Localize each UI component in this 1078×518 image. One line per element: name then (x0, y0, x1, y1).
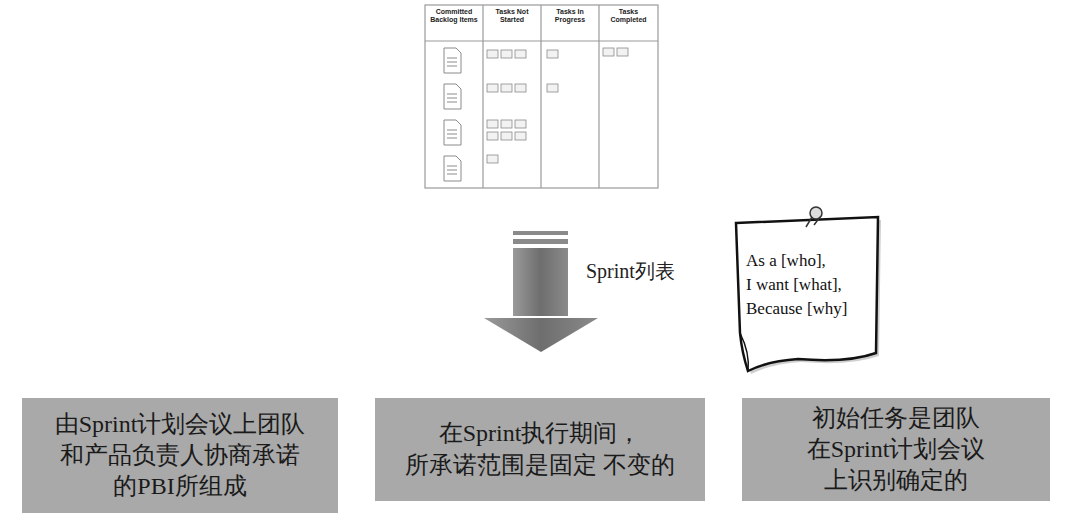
column-header: Tasks In Progress (542, 8, 598, 23)
note-line: Because [why] (746, 299, 848, 319)
sprint-board (425, 5, 658, 188)
info-box: 由Sprint计划会议上团队 和产品负责人协商承诺 的PBI所组成 (22, 398, 338, 513)
down-arrow (484, 231, 598, 352)
sticky-note: As a [who], I want [what], Because [why] (728, 203, 888, 375)
note-line: As a [who], (746, 251, 826, 271)
box-text: 由Sprint计划会议上团队 和产品负责人协商承诺 的PBI所组成 (32, 409, 328, 503)
column-header: Tasks Not Started (484, 8, 540, 23)
info-box: 初始任务是团队 在Sprint计划会议 上识别确定的 (742, 398, 1050, 501)
info-box: 在Sprint执行期间， 所承诺范围是固定 不变的 (375, 398, 705, 501)
task-cards (487, 48, 628, 163)
box-text: 在Sprint执行期间， 所承诺范围是固定 不变的 (385, 418, 695, 480)
column-header: Committed Backlog Items (426, 8, 482, 23)
arrow-label: Sprint列表 (586, 260, 706, 282)
column-header: Tasks Completed (600, 8, 657, 23)
box-text: 初始任务是团队 在Sprint计划会议 上识别确定的 (752, 403, 1040, 497)
backlog-item-icons (444, 48, 461, 181)
note-line: I want [what], (746, 275, 842, 295)
